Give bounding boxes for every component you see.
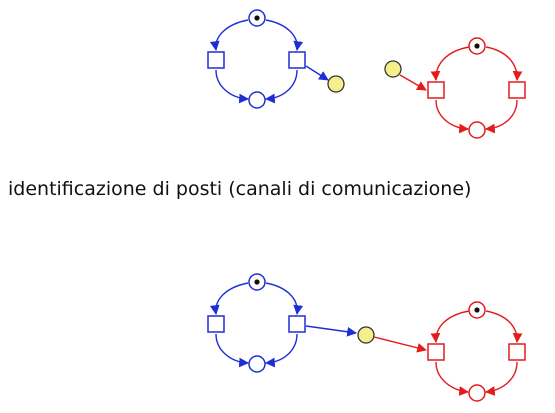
arc-right-transition-to-yellow-place: [305, 65, 329, 81]
transition-right: [508, 343, 526, 361]
arc-marked-to-right-transition: [485, 46, 523, 81]
place-empty: [248, 91, 266, 109]
slide-caption: identificazione di posti (canali di comu…: [8, 178, 472, 200]
transition-right: [288, 315, 306, 333]
token: [474, 43, 480, 49]
arc-left-transition-to-empty-place: [435, 361, 469, 396]
arc-marked-to-left-transition: [430, 46, 470, 81]
top-red-input-place: [384, 60, 402, 78]
transition-right: [508, 81, 526, 99]
arc-right-transition-to-empty-place: [485, 99, 518, 134]
arc-marked-to-right-transition: [265, 282, 304, 315]
arc-left-transition-to-empty-place: [215, 69, 249, 104]
arc-marked-to-left-transition: [430, 310, 470, 343]
arc-shared-place-to-left-transition: [373, 336, 427, 353]
arc-right-transition-to-empty-place: [265, 69, 298, 104]
arc-marked-to-left-transition: [209, 19, 249, 51]
top-blue-net: [207, 9, 329, 109]
transition-left: [427, 81, 445, 99]
arc-marked-to-left-transition: [209, 282, 249, 315]
token: [254, 15, 260, 21]
transition-left: [427, 343, 445, 361]
arc-left-transition-to-empty-place: [435, 99, 469, 134]
place-empty: [248, 355, 266, 373]
bottom-blue-net: [207, 273, 357, 373]
token: [254, 279, 260, 285]
top-red-net: [399, 37, 526, 139]
arc-right-transition-to-shared-place: [305, 325, 357, 337]
transition-left: [207, 315, 225, 333]
arc-yellow-place-to-left-transition: [399, 74, 427, 91]
transition-left: [207, 51, 225, 69]
arc-left-transition-to-empty-place: [215, 333, 249, 368]
place-empty: [468, 384, 486, 402]
place-empty: [468, 121, 486, 139]
bottom-red-net: [373, 301, 526, 402]
bottom-shared-place: [357, 326, 375, 344]
arc-marked-to-right-transition: [485, 310, 523, 343]
transition-right: [288, 51, 306, 69]
arc-right-transition-to-empty-place: [265, 333, 298, 368]
token: [474, 307, 480, 313]
arc-right-transition-to-empty-place: [485, 361, 518, 396]
top-blue-output-place: [327, 75, 345, 93]
arc-marked-to-right-transition: [265, 19, 304, 51]
